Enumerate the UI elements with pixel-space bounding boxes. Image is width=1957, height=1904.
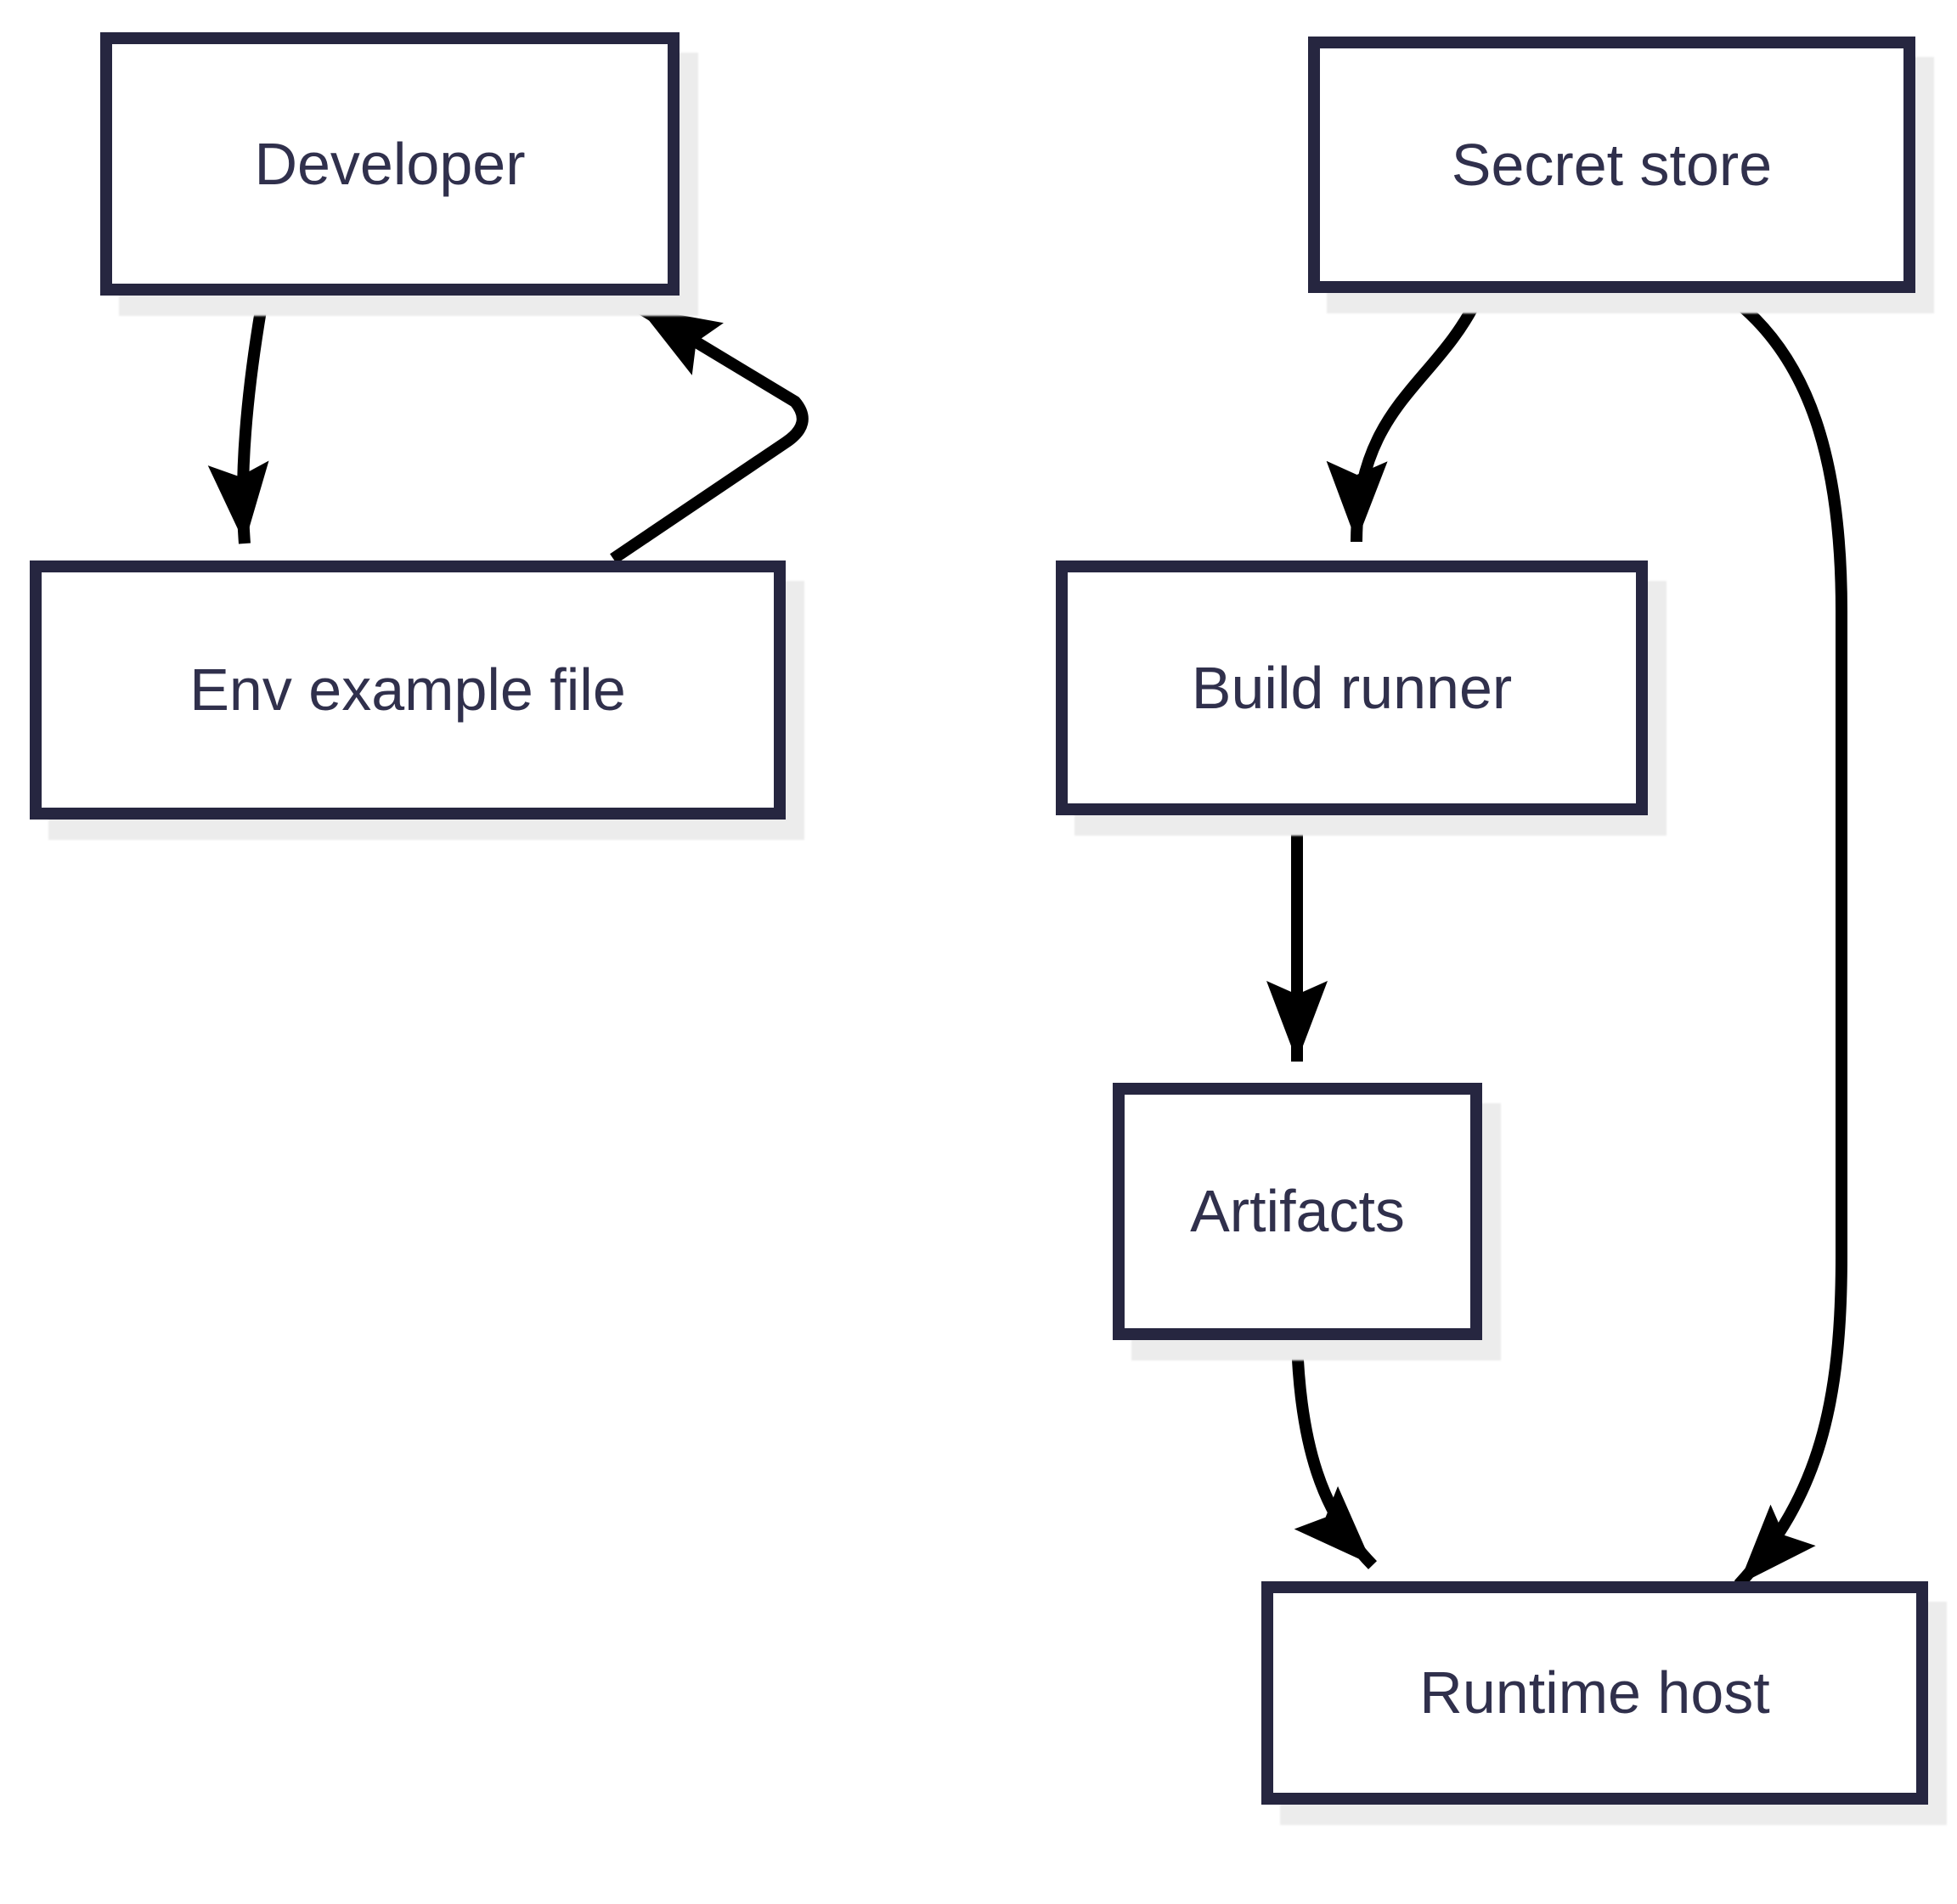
node-env-example-file: Env example file <box>30 560 786 820</box>
node-runtime-host: Runtime host <box>1261 1581 1928 1805</box>
node-secret-store-label: Secret store <box>1451 131 1773 198</box>
node-secret-store: Secret store <box>1308 37 1915 293</box>
edge-secret-store-to-runtime-host <box>1724 290 1847 1589</box>
edge-secret-store-to-build-runner <box>1326 294 1484 543</box>
edge-artifacts-to-runtime-host <box>1291 1341 1377 1569</box>
node-artifacts: Artifacts <box>1113 1083 1482 1340</box>
edge-developer-to-env-example-file <box>207 294 269 544</box>
node-artifacts-label: Artifacts <box>1190 1178 1405 1245</box>
node-developer: Developer <box>100 32 680 296</box>
node-developer-label: Developer <box>254 130 526 197</box>
node-build-runner: Build runner <box>1056 560 1648 815</box>
node-env-example-file-label: Env example file <box>189 656 626 724</box>
edge-env-example-file-to-developer <box>610 302 809 564</box>
node-build-runner-label: Build runner <box>1191 654 1513 721</box>
node-runtime-host-label: Runtime host <box>1419 1659 1770 1727</box>
